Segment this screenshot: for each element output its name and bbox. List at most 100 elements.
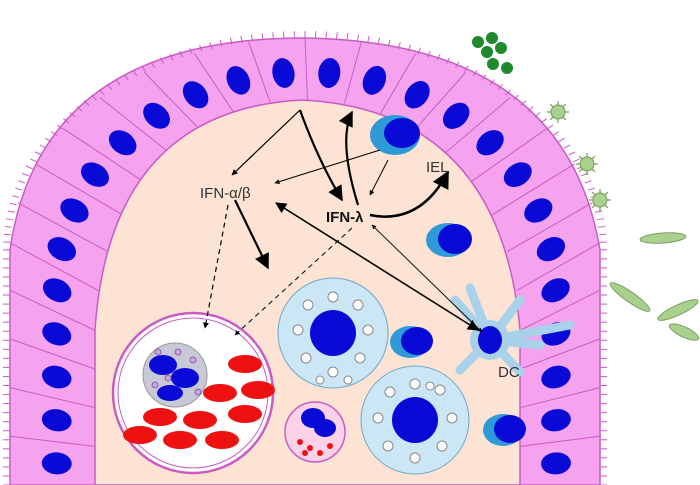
immune-cell-3 [390,326,433,358]
arrow-iel-to-ifnab [274,149,381,185]
microvillus [546,124,554,130]
epithelial-nucleus [476,130,504,156]
epithelial-nucleus [42,365,72,389]
microvillus [63,118,70,124]
epithelial-nuclei [41,58,571,475]
microvillus [417,47,421,55]
blood-vessel [111,311,275,475]
microvillus [445,57,451,65]
microvillus [356,34,360,42]
microvillus [189,47,193,55]
microvillus [159,57,165,65]
cell-boundary [9,387,96,409]
cell-boundary [519,289,601,331]
microvillus [573,158,580,163]
microvillus [596,218,604,221]
virus [547,101,569,123]
microvillus [115,79,121,86]
cell-boundary [35,163,124,216]
epithelial-nucleus [272,58,295,88]
epithelial-cell-boundaries [9,37,601,485]
microvillus [261,33,264,41]
cell-boundary [470,128,548,183]
microvillus [534,112,541,118]
cell-boundary [9,435,96,447]
microvillus [209,42,213,49]
cell-boundary [9,289,96,331]
microvillus [336,32,338,40]
cell-boundary [248,41,272,104]
microvillus [584,180,592,184]
cell-boundary [491,163,575,216]
cell-boundary [143,71,202,132]
microvillus [505,89,512,96]
microvillus [397,42,401,49]
microvillus [481,74,487,81]
cell-boundary [379,53,417,115]
microvillus [150,61,155,68]
epithelial-nucleus [524,198,553,223]
epithelial-nucleus [60,198,89,223]
microvillus [106,84,113,91]
microvillus [229,37,233,45]
arrow-iel-to-ifnl [369,159,389,196]
microvillus [3,233,11,236]
microvillus [219,39,223,47]
microvillus [12,195,20,198]
microvillus [552,131,560,136]
small-granulated-cell [284,401,346,463]
microvillus [34,151,42,156]
microvillus [558,137,565,143]
cell-boundary [99,97,172,155]
epithelial-nucleus [226,66,251,95]
microvillus [540,118,547,124]
plasma-cell-1 [277,277,389,389]
epithelial-nucleus [541,365,571,389]
cell-boundary [507,202,593,253]
microvillus [6,218,14,221]
cell-boundary [519,435,601,447]
microvillus [76,106,83,112]
arrow-epi-to-ifnl [298,109,343,202]
microvillus [346,33,349,41]
label-ifn-alpha-beta: IFN-α/β [200,185,251,202]
virus [589,189,611,211]
cell-boundary [62,128,145,183]
arrow-ifnab-to-lp [234,199,269,270]
cell-boundary [9,338,96,370]
microvillus [69,112,76,118]
epithelial-nucleus [318,58,341,88]
cell-boundary [443,97,511,155]
epithelial-nucleus [362,65,387,95]
microvillus [599,233,607,236]
arrow-ifnl-up [338,110,360,206]
epithelial-nucleus [182,81,209,109]
cell-boundary [519,338,601,370]
microvillus [199,44,203,52]
cell-boundary [193,53,236,115]
microvillus [179,50,183,58]
cell-boundary [343,41,362,104]
microvillus [15,187,23,191]
cell-boundary [413,71,467,132]
microvillus [21,172,29,177]
arrow-epi-to-ifnab [231,109,301,176]
microvillus [595,210,603,213]
epithelial-nucleus [41,409,72,432]
epithelial-nucleus [536,236,566,262]
microvillus [513,94,519,101]
microvillus [50,131,58,136]
microvilli-border [2,31,608,485]
epithelial-nucleus [41,452,72,475]
epithelial-nucleus [42,322,72,346]
microvillus [587,187,595,191]
microvillus [377,37,381,45]
microvillus [4,225,12,228]
microvillus [527,106,534,112]
epithelial-nucleus [442,102,470,129]
rod-bacteria [609,232,700,341]
infected-leukocyte [142,342,208,408]
microvillus [132,69,138,77]
cell-boundary [9,242,99,291]
